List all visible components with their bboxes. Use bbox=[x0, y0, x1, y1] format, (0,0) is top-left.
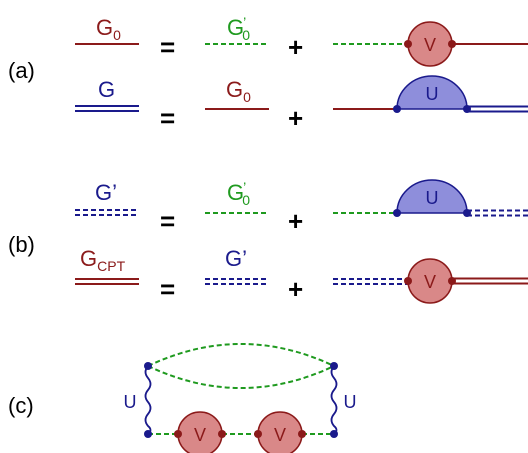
propagator-G0prime-upper-arc bbox=[147, 343, 335, 367]
label-V: V bbox=[274, 425, 286, 445]
row-b1: G’ = G’0 + U bbox=[75, 179, 528, 236]
label-Gprime-lhs: G’ bbox=[95, 180, 117, 205]
vertex-dot bbox=[144, 430, 152, 438]
label-V: V bbox=[424, 35, 436, 55]
label-GCPT-lhs: GCPT bbox=[80, 246, 126, 274]
vertex-dot bbox=[254, 430, 262, 438]
interaction-U-dome bbox=[396, 75, 468, 110]
plus-sign: + bbox=[288, 274, 303, 304]
vertex-dot bbox=[298, 430, 306, 438]
equals-sign: = bbox=[160, 103, 175, 133]
interaction-U-dome bbox=[396, 179, 468, 214]
vacuum-diagram-c: V V U U bbox=[124, 343, 357, 453]
label-G0prime: G’0 bbox=[227, 179, 250, 208]
label-G-lhs: G bbox=[98, 77, 115, 102]
panel-label-b: (b) bbox=[8, 232, 35, 257]
label-V: V bbox=[424, 272, 436, 292]
interaction-U-wavy-right bbox=[330, 365, 338, 435]
interaction-U-wavy-left bbox=[144, 365, 152, 435]
label-U-left: U bbox=[124, 392, 137, 412]
row-a2: G = G0 + U bbox=[75, 75, 528, 133]
label-G0: G0 bbox=[226, 77, 251, 105]
panel-label-a: (a) bbox=[8, 58, 35, 83]
vertex-dot bbox=[404, 40, 412, 48]
vertex-dot bbox=[393, 209, 401, 217]
plus-sign: + bbox=[288, 103, 303, 133]
plus-sign: + bbox=[288, 32, 303, 62]
vertex-dot bbox=[218, 430, 226, 438]
vertex-dot bbox=[393, 105, 401, 113]
label-Gprime: G’ bbox=[225, 246, 247, 271]
label-G0prime: G’0 bbox=[227, 14, 250, 43]
equals-sign: = bbox=[160, 206, 175, 236]
equals-sign: = bbox=[160, 274, 175, 304]
label-U-right: U bbox=[344, 392, 357, 412]
plus-sign: + bbox=[288, 206, 303, 236]
vertex-dot bbox=[330, 430, 338, 438]
vertex-dot bbox=[330, 362, 338, 370]
label-G0-lhs: G0 bbox=[96, 15, 121, 43]
vertex-dot bbox=[404, 277, 412, 285]
equals-sign: = bbox=[160, 32, 175, 62]
label-U: U bbox=[426, 84, 439, 104]
label-U: U bbox=[426, 188, 439, 208]
label-V: V bbox=[194, 425, 206, 445]
panel-label-c: (c) bbox=[8, 393, 34, 418]
row-b2: GCPT = G’ + V bbox=[75, 246, 528, 304]
vertex-dot bbox=[144, 362, 152, 370]
row-a1: G0 = G’0 + V bbox=[75, 14, 528, 67]
vertex-dot bbox=[174, 430, 182, 438]
propagator-G0prime-lower-arc bbox=[147, 365, 335, 389]
